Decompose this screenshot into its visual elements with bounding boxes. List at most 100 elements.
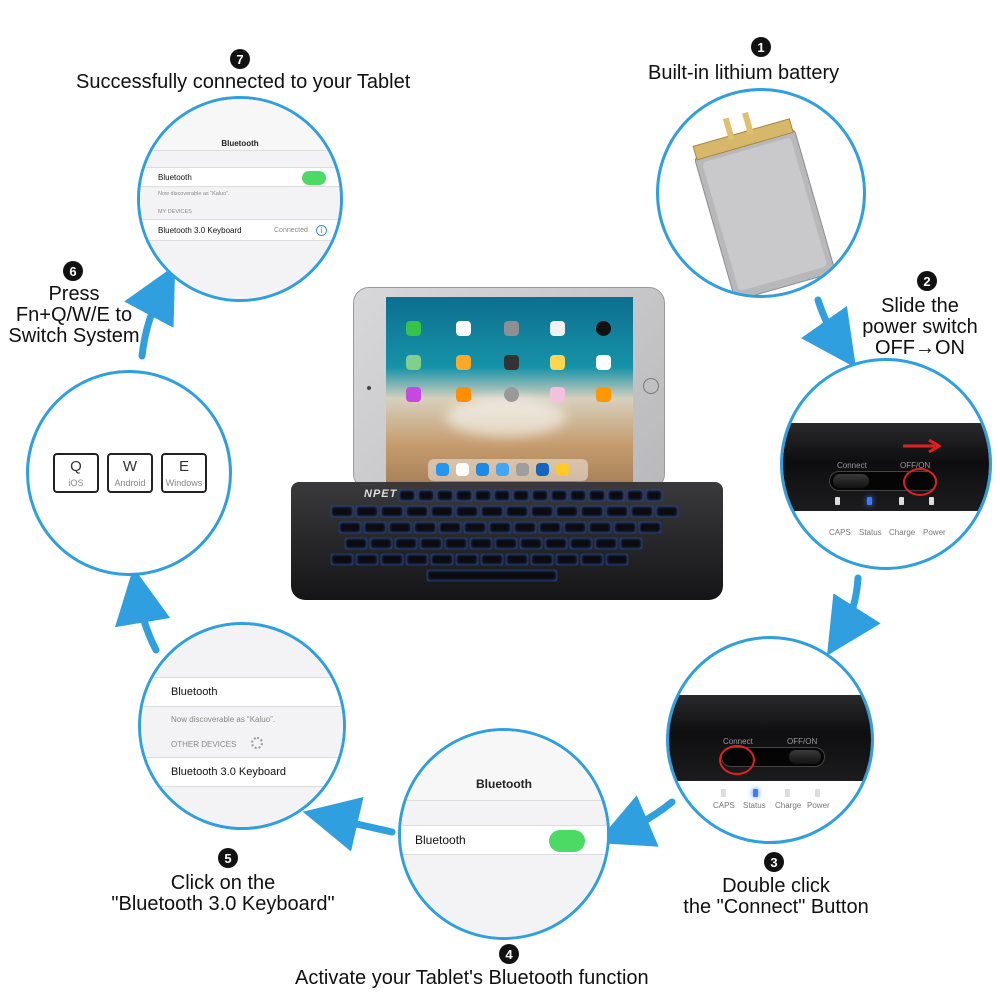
- my-devices-label: MY DEVICES: [158, 209, 192, 215]
- keyboard-key: [437, 490, 453, 501]
- battery-image: [692, 112, 835, 295]
- step-4-caption: Activate your Tablet's Bluetooth functio…: [295, 967, 649, 989]
- charge-led-label: Charge: [889, 528, 916, 537]
- keyboard-key: [406, 554, 428, 565]
- arrow-3-to-4: [596, 795, 676, 847]
- loading-spinner-icon: [251, 737, 263, 749]
- keyboard-key: [464, 522, 486, 533]
- tablet-screen: [386, 297, 633, 482]
- keyboard-key: [570, 490, 586, 501]
- power-led-label: Power: [923, 528, 946, 537]
- power-led: [929, 497, 934, 505]
- keycap-q-key: Q: [70, 458, 82, 475]
- step-5-line-2: "Bluetooth 3.0 Keyboard": [111, 893, 335, 915]
- keyboard-key: [414, 522, 436, 533]
- keycap-q: Q iOS: [53, 453, 99, 493]
- power-switch-knob[interactable]: [833, 474, 869, 488]
- step-1-number: 1: [751, 37, 771, 57]
- keyboard-key: [589, 522, 611, 533]
- bluetooth-toggle-2[interactable]: [549, 830, 585, 852]
- bluetooth-label-2: Bluetooth: [415, 833, 466, 847]
- videos-app-icon: [504, 355, 519, 370]
- camera-dot: [367, 386, 371, 390]
- keyboard-key: [513, 490, 529, 501]
- info-icon[interactable]: i: [316, 225, 327, 236]
- mail-dock-icon: [476, 463, 489, 476]
- red-circle-marker-2: [719, 745, 755, 775]
- caps-led-label-2: CAPS: [713, 801, 735, 810]
- keyboard-key: [589, 490, 605, 501]
- keyboard-key: [646, 490, 662, 501]
- connect-switch-knob[interactable]: [789, 750, 821, 764]
- power-switch-circle: Connect OFF/ON CAPS Status Charge Power: [780, 358, 992, 570]
- status-led: [867, 497, 872, 505]
- keyboard-key: [539, 522, 561, 533]
- keyboard-key: [595, 538, 617, 549]
- keycap-w: W Android: [107, 453, 153, 493]
- safari-dock-icon: [436, 463, 449, 476]
- settings-header-2: Bluetooth: [476, 777, 532, 791]
- bluetooth-row-3[interactable]: Bluetooth: [141, 677, 343, 707]
- step-6-line-2: Fn+Q/W/E to: [15, 304, 133, 326]
- keyboard-key: [356, 554, 378, 565]
- other-devices-label: OTHER DEVICES: [171, 740, 237, 749]
- home-button[interactable]: [643, 378, 659, 394]
- keyboard-key: [339, 522, 361, 533]
- other-devices-circle: Bluetooth Now discoverable as “Kaluo”. O…: [138, 622, 346, 830]
- step-7-number: 7: [230, 49, 250, 69]
- status-led-label-2: Status: [743, 801, 766, 810]
- keycap-e-key: E: [178, 458, 189, 475]
- device-panel-connect: Connect OFF/ON: [669, 695, 871, 781]
- caps-led: [835, 497, 840, 505]
- keyboard-key: [556, 554, 578, 565]
- keyboard-key: [481, 554, 503, 565]
- appstore-app-icon: [504, 387, 519, 402]
- power-led-2: [815, 789, 820, 797]
- keyboard-key: [475, 490, 491, 501]
- bluetooth-row[interactable]: Bluetooth: [140, 167, 340, 187]
- keyboard-key: [506, 554, 528, 565]
- step-6-caption: Press Fn+Q/W/E to Switch System: [2, 284, 146, 347]
- keyboard-key: [345, 538, 367, 549]
- step-2-line-2: power switch: [862, 316, 978, 338]
- keyboard-key: [545, 538, 567, 549]
- status-led-2: [753, 789, 758, 797]
- keyboard-key: [520, 538, 542, 549]
- keyboard-key: [470, 538, 492, 549]
- step-2-number: 2: [917, 271, 937, 291]
- keyboard-key: [389, 522, 411, 533]
- clock-app-icon: [596, 321, 611, 336]
- ibooks-app-icon: [456, 387, 471, 402]
- keyboard-key: [356, 506, 378, 517]
- familyshare-app-icon: [596, 387, 611, 402]
- keyboard-key: [551, 490, 567, 501]
- settings-dock-icon: [516, 463, 529, 476]
- step-5-caption: Click on the "Bluetooth 3.0 Keyboard": [98, 873, 348, 915]
- onoff-label: OFF/ON: [900, 461, 931, 470]
- step-3-caption: Double click the "Connect" Button: [668, 876, 884, 918]
- keyboard-key: [614, 522, 636, 533]
- keyboard-key: [627, 490, 643, 501]
- photos-app-icon: [550, 321, 565, 336]
- bluetooth-label: Bluetooth: [158, 172, 192, 182]
- bluetooth-toggle[interactable]: [302, 171, 326, 185]
- ios-settings-toggle: Bluetooth Bluetooth: [401, 731, 607, 937]
- keyboard-key: [494, 490, 510, 501]
- step-1-caption: Built-in lithium battery: [648, 62, 840, 84]
- step-4-number: 4: [499, 944, 519, 964]
- step-7-caption: Successfully connected to your Tablet: [76, 71, 411, 93]
- keycaps-circle: Q iOS W Android E Windows: [26, 370, 232, 576]
- discoverable-text-2: Now discoverable as “Kaluo”.: [171, 715, 276, 724]
- bluetooth-row-2[interactable]: Bluetooth: [401, 825, 607, 855]
- keycap-e: E Windows: [161, 453, 207, 493]
- keyboard-key: [495, 538, 517, 549]
- gamecenter-app-icon: [550, 387, 565, 402]
- facetime-app-icon: [406, 321, 421, 336]
- keyboard-key: [631, 506, 653, 517]
- device-row[interactable]: Bluetooth 3.0 Keyboard Connected i: [140, 219, 340, 241]
- keyboard-device-row[interactable]: Bluetooth 3.0 Keyboard: [141, 757, 343, 787]
- camera-app-icon: [504, 321, 519, 336]
- keyboard-key: [581, 506, 603, 517]
- discoverable-text: Now discoverable as “Kaluo”.: [158, 191, 230, 197]
- itunes-app-icon: [406, 387, 421, 402]
